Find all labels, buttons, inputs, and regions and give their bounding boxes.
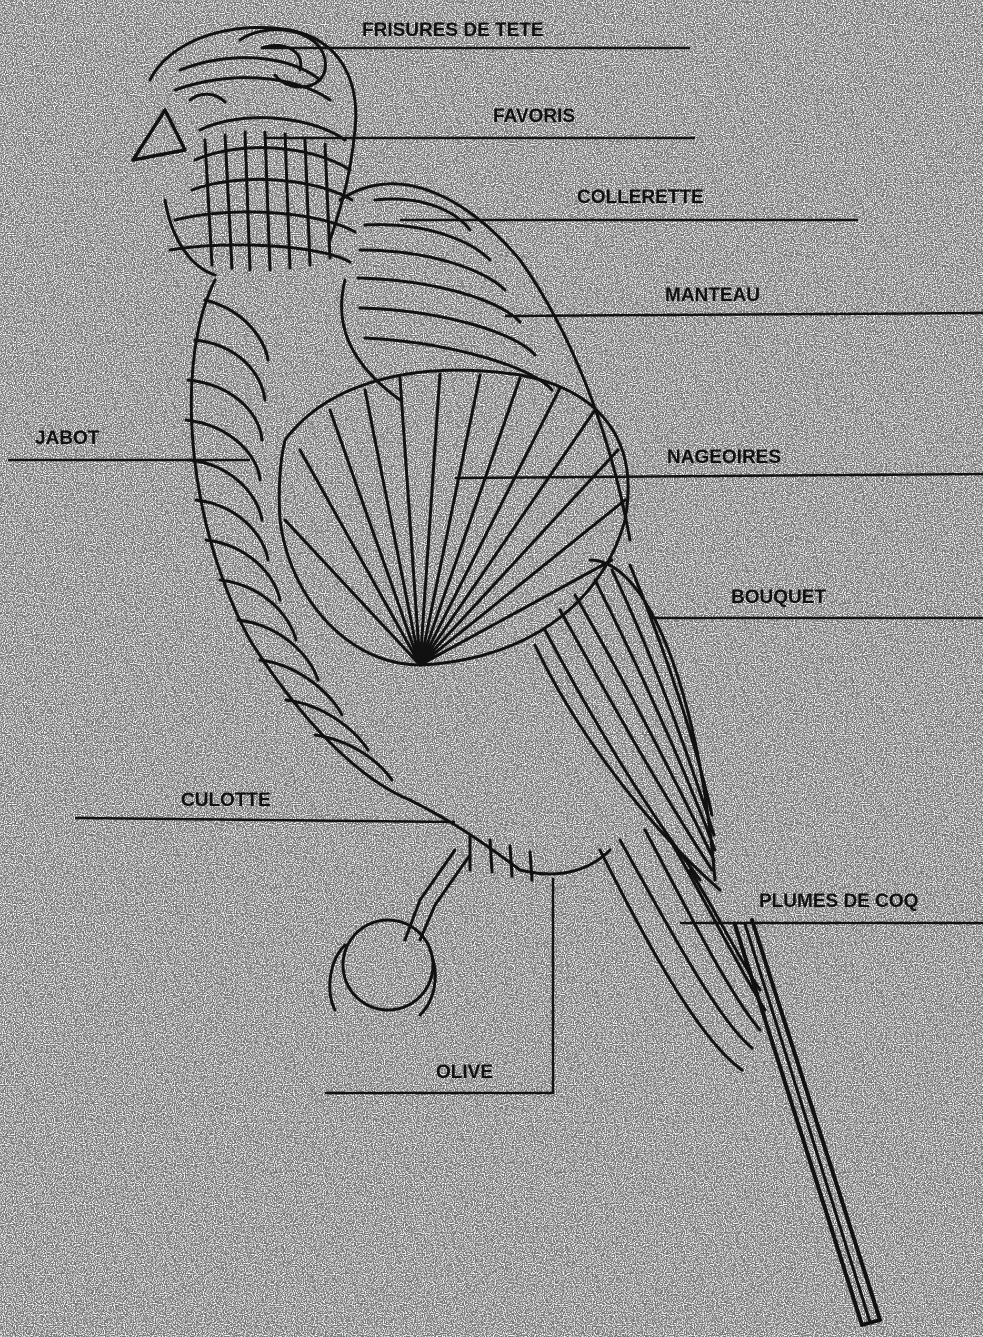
label-bouquet: BOUQUET — [731, 587, 826, 608]
label-nageoires: NAGEOIRES — [667, 447, 781, 468]
label-frisures-de-tete: FRISURES DE TETE — [362, 20, 544, 41]
label-olive: OLIVE — [436, 1062, 493, 1083]
label-culotte: CULOTTE — [181, 790, 271, 811]
label-collerette: COLLERETTE — [577, 187, 704, 208]
label-manteau: MANTEAU — [665, 285, 760, 306]
label-jabot: JABOT — [35, 428, 100, 449]
label-favoris: FAVORIS — [493, 106, 575, 127]
label-plumes-de-coq: PLUMES DE COQ — [759, 891, 918, 912]
